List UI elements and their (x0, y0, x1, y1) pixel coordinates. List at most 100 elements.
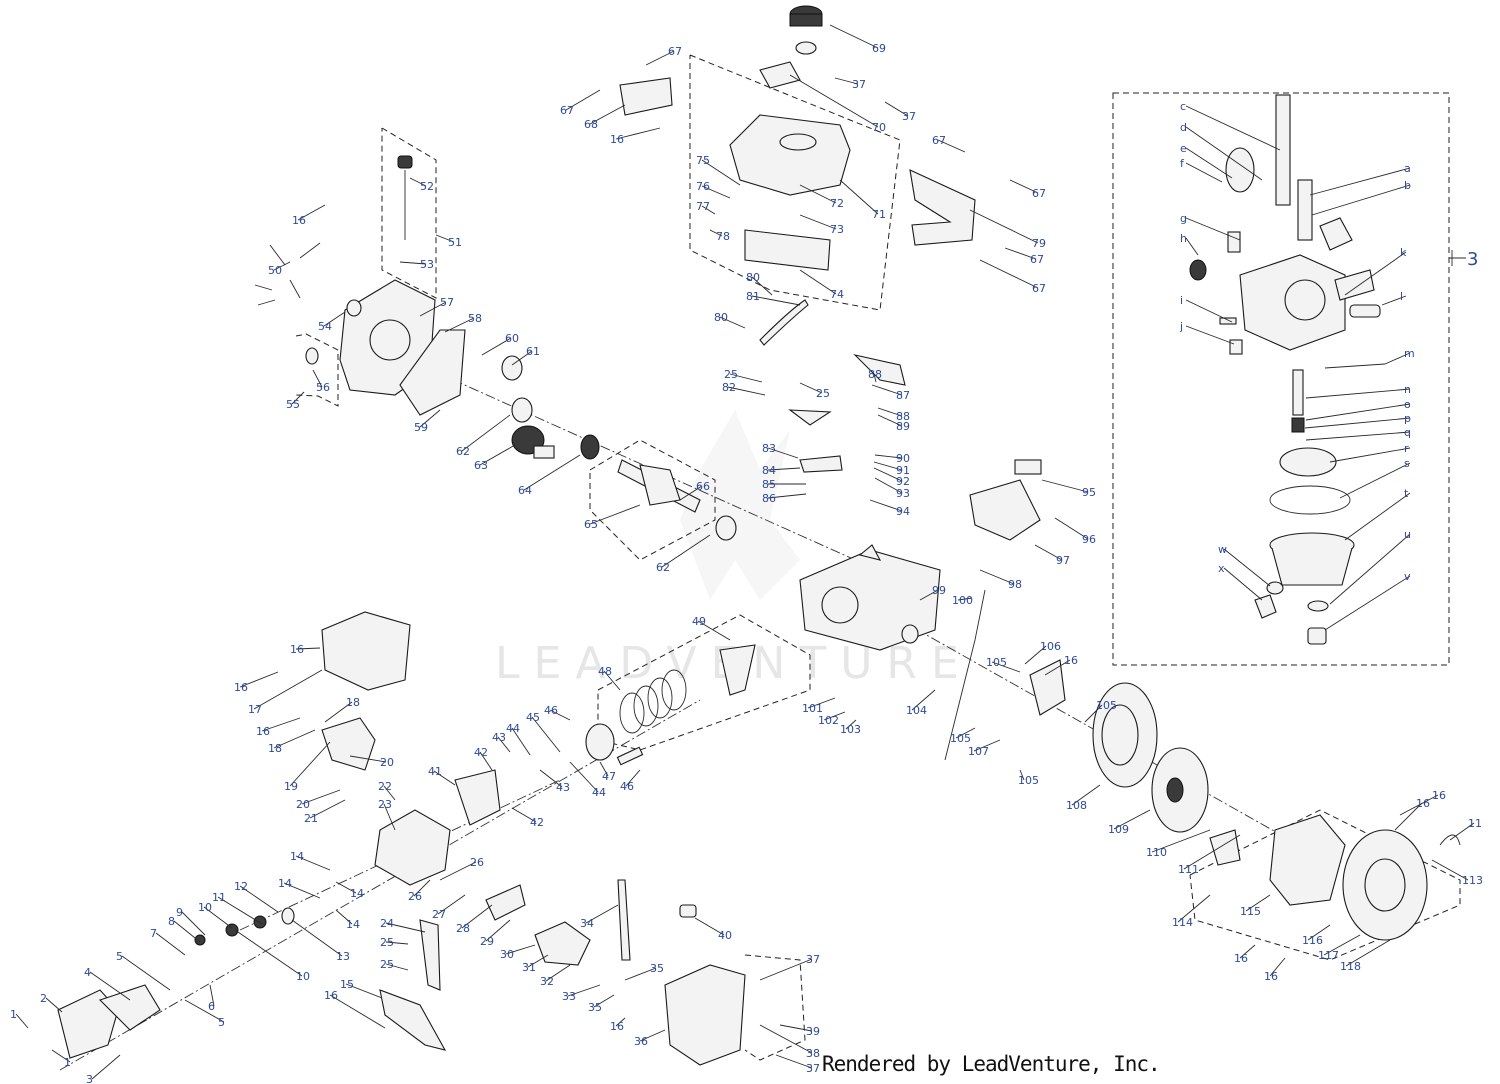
leader-line (1344, 251, 1407, 296)
callout-label: 80 (746, 271, 760, 284)
leader-line (593, 994, 615, 1008)
leader-line (155, 932, 186, 956)
callout-label: 22 (378, 780, 392, 793)
callout-label: 66 (696, 480, 710, 493)
throttle-bracket (853, 354, 906, 386)
carb-needle (1324, 363, 1386, 369)
leader-line (301, 789, 341, 805)
callout-label: p (1404, 412, 1411, 425)
leader-line (312, 369, 323, 388)
callout-label: 42 (530, 816, 544, 829)
callout-label: 105 (1096, 699, 1117, 712)
callout-label: t (1404, 487, 1409, 500)
callout-label: 82 (722, 381, 736, 394)
callout-label: 35 (650, 962, 664, 975)
callout-label: 61 (526, 345, 540, 358)
air-filter-housing (664, 964, 746, 1066)
callout-label: 105 (986, 656, 1007, 669)
callout-label: 107 (968, 745, 989, 758)
leader-line (645, 50, 675, 66)
leader-line (679, 485, 703, 501)
leader-line (807, 697, 836, 709)
leader-line (625, 769, 641, 787)
leader-line (874, 477, 903, 494)
callout-label: 110 (1146, 846, 1167, 859)
blower-housing (1269, 814, 1346, 906)
callout-label: 58 (468, 312, 482, 325)
leader-line (1071, 784, 1101, 806)
leader-line (273, 729, 316, 749)
leader-line (295, 647, 321, 650)
leader-line (873, 461, 903, 471)
leader-line (297, 204, 326, 221)
fuel-line (759, 299, 809, 346)
callout-label: 118 (1340, 960, 1361, 973)
callout-label: 18 (346, 696, 360, 709)
callout-label: 83 (762, 442, 776, 455)
starter-rope (1439, 834, 1461, 846)
leader-line (709, 229, 723, 237)
callout-label: 16 (290, 643, 304, 656)
callout-label: 67 (1030, 253, 1044, 266)
leader-line (291, 919, 343, 957)
callout-label: 56 (316, 381, 330, 394)
leader-line (335, 881, 357, 894)
callout-label: e (1180, 142, 1187, 155)
leader-line (1449, 822, 1475, 841)
callout-label: 108 (1066, 799, 1087, 812)
callout-label: 44 (592, 786, 606, 799)
tank-bracket (744, 229, 831, 271)
callout-label: r (1404, 442, 1409, 455)
leader-line (727, 386, 766, 396)
callout-label: 65 (584, 518, 598, 531)
callout-label: 6 (208, 1000, 215, 1013)
callout-label: 43 (492, 731, 506, 744)
leader-line (845, 719, 857, 730)
callout-label: 28 (456, 922, 470, 935)
callout-label: 52 (420, 180, 434, 193)
leader-line (1329, 447, 1411, 463)
leader-line (751, 276, 773, 296)
leader-line (433, 770, 456, 786)
leader-line (479, 444, 516, 466)
leader-line (969, 209, 1039, 244)
leader-line (911, 689, 936, 711)
leader-line (1344, 492, 1411, 541)
leader-line (1345, 939, 1391, 967)
leader-line (1185, 126, 1263, 181)
leader-line (1305, 388, 1411, 399)
callout-label: 25 (816, 387, 830, 400)
callout-label: 105 (950, 732, 971, 745)
callout-label: 49 (692, 615, 706, 628)
callout-label: 20 (380, 756, 394, 769)
leader-line (834, 77, 859, 85)
callout-labels: 1123455678910101112131414141415161616161… (10, 24, 1483, 1084)
callout-label: 16 (610, 133, 624, 146)
callout-label: 104 (906, 704, 927, 717)
leader-line (1034, 544, 1063, 561)
gasket (399, 329, 466, 416)
leader-line (615, 127, 661, 140)
leader-line (485, 919, 511, 942)
callout-label: 16 (1432, 789, 1446, 802)
muffler (321, 611, 411, 691)
callout-label: h (1180, 232, 1187, 245)
callout-label: 95 (1082, 486, 1096, 499)
leader-line (413, 879, 431, 897)
leader-line (589, 104, 626, 125)
leader-line (1183, 834, 1241, 870)
leader-line (839, 179, 879, 215)
callout-label: 16 (256, 725, 270, 738)
callout-label: 34 (580, 917, 594, 930)
leader-line (1009, 179, 1039, 194)
callout-label: s (1404, 457, 1410, 470)
piston-rings (619, 669, 687, 734)
leader-line (701, 159, 741, 186)
connecting-rod (719, 644, 756, 696)
callout-label: k (1400, 246, 1407, 259)
leader-line (937, 139, 966, 153)
callout-label: 88 (896, 410, 910, 423)
callout-label: 77 (696, 200, 710, 213)
callout-label: 93 (896, 487, 910, 500)
leader-line (1004, 247, 1037, 260)
